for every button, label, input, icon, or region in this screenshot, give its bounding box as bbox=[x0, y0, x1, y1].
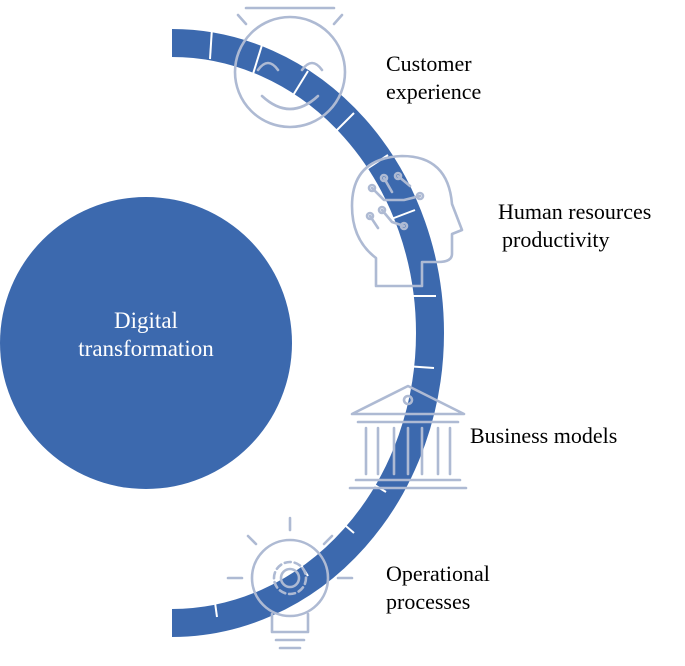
center-label-line2: transformation bbox=[78, 336, 214, 361]
center-label-line1: Digital bbox=[114, 308, 178, 333]
item-label-customer-line1: Customer bbox=[386, 51, 472, 76]
item-label-operational-line1: Operational bbox=[386, 561, 490, 586]
smiley-face-icon bbox=[233, 6, 347, 129]
gear-lightbulb-icon bbox=[226, 516, 354, 650]
arc-band bbox=[171, 29, 444, 637]
ai-head-icon bbox=[350, 154, 464, 288]
item-label-operational-line2: processes bbox=[386, 589, 470, 614]
item-label-customer-line2: experience bbox=[386, 79, 481, 104]
digital-transformation-circle bbox=[0, 197, 292, 489]
item-label-hr-line2: productivity bbox=[502, 227, 610, 252]
item-label-hr-line1: Human resources bbox=[498, 199, 651, 224]
item-label-business-models: Business models bbox=[470, 423, 617, 448]
bank-building-icon bbox=[348, 384, 468, 490]
